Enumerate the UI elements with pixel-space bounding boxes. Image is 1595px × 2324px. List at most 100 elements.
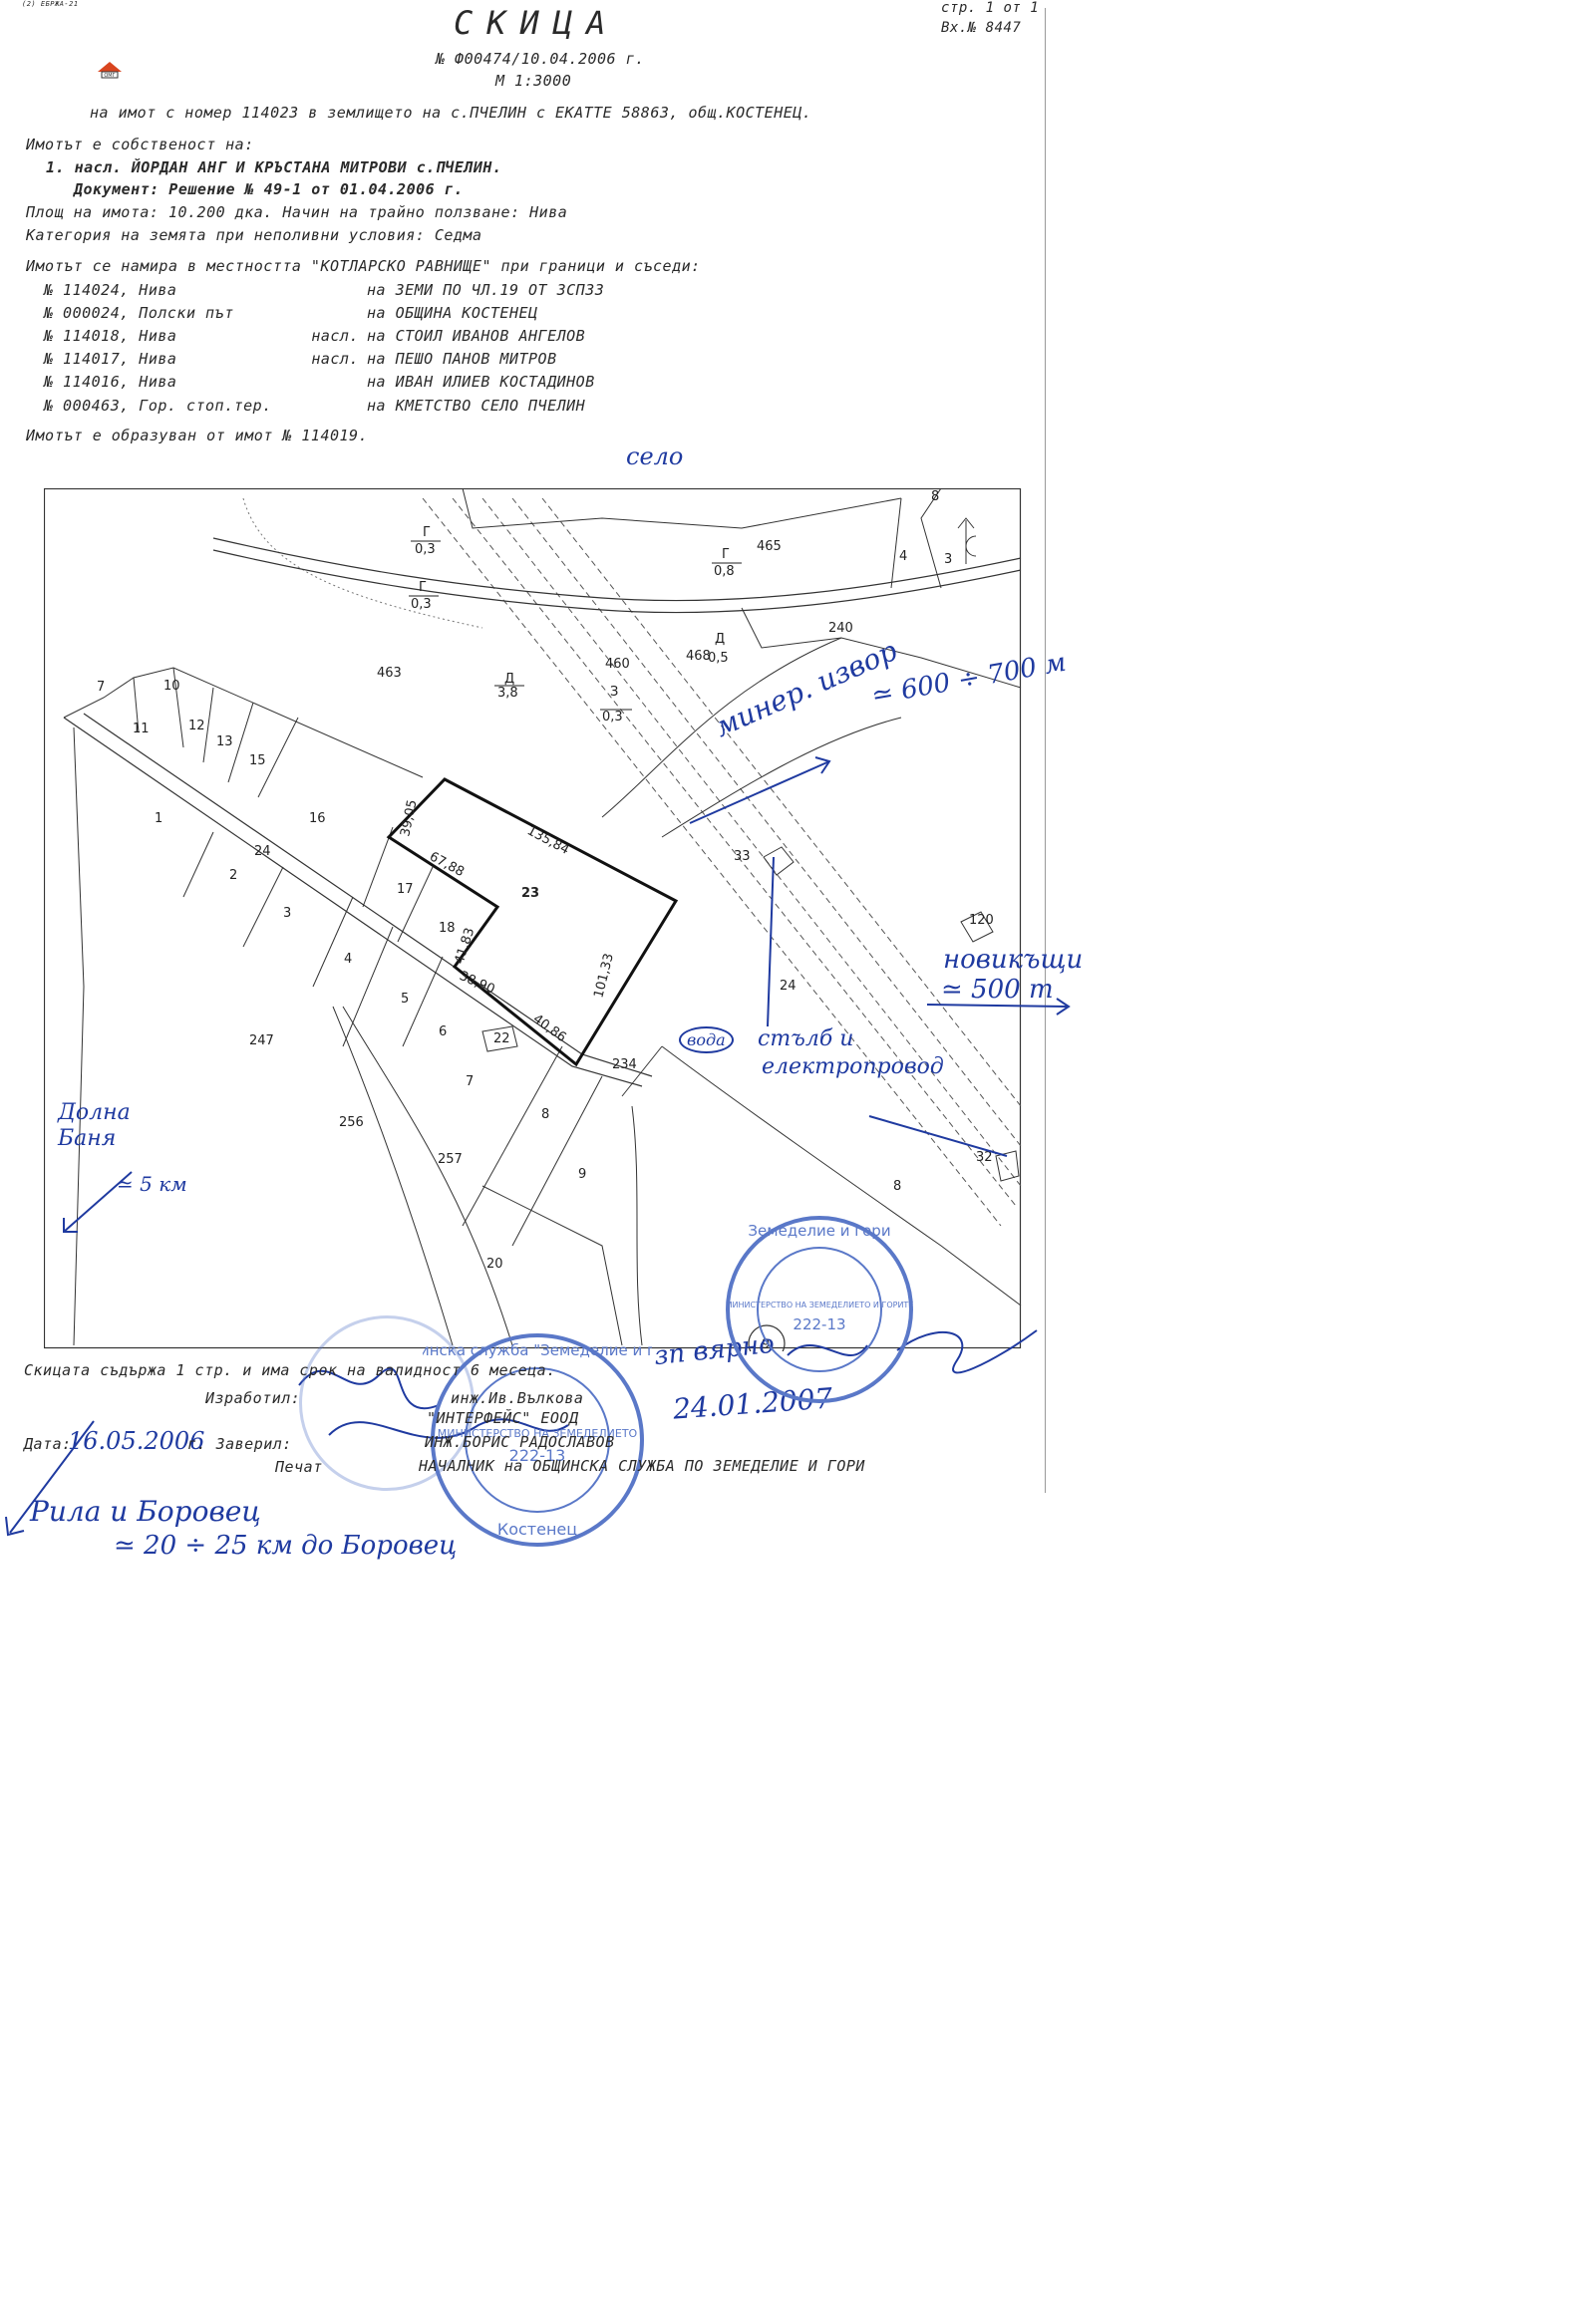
category-label: Г: [423, 525, 431, 540]
handwritten-power-line: електропровод: [762, 1054, 944, 1079]
parcel-number: 2: [229, 868, 237, 883]
parcel-number: 12: [188, 719, 205, 733]
signature: [787, 1344, 868, 1356]
stamp-inner-text: МИНИСТЕРСТВО НА ЗЕМЕДЕЛИЕТО: [438, 1427, 638, 1440]
date-label: Дата:: [24, 1435, 72, 1453]
parcel-number: 257: [438, 1152, 463, 1167]
parcel-number: 256: [339, 1115, 364, 1130]
handwritten-rila-borovets: Рила и Боровец: [30, 1495, 261, 1528]
neighbor-owner: на ЗЕМИ ПО ЧЛ.19 ОТ ЗСПЗЗ: [367, 281, 605, 299]
category-value: 0,3: [411, 597, 432, 612]
parcel-number: 18: [439, 921, 456, 936]
parcel-number: 15: [249, 753, 266, 768]
seal-label: Печат: [275, 1458, 323, 1476]
neighbor-id: № 114024, Нива: [44, 281, 177, 299]
official-stamp: Общинска служба "Земеделие и гори" МИНИС…: [385, 1325, 690, 1555]
parcel-number: 468: [686, 649, 711, 664]
made-by-name: инж.Ив.Вълкова: [451, 1389, 584, 1407]
map-border: [43, 487, 1022, 1349]
parcel-number: 240: [828, 621, 853, 636]
handwritten-new-houses-distance: ≃ 500 m: [941, 975, 1054, 1005]
parcel-number: 24: [780, 979, 797, 994]
north-arrow-icon: [957, 517, 977, 564]
parcel-number: 234: [612, 1057, 637, 1072]
parcel-number: 5: [401, 992, 409, 1007]
handwritten-new-houses: новикъщи: [943, 945, 1084, 975]
neighbor-id: № 114016, Нива: [44, 373, 177, 391]
category-label: Г: [419, 580, 427, 595]
parcel-number: 22: [493, 1031, 510, 1046]
category-label: Г: [722, 547, 730, 562]
handwritten-pole: стълб и: [758, 1026, 854, 1051]
signature: [896, 1329, 1038, 1374]
stamp-inner-text: МИНИСТЕРСТВО НА ЗЕМЕДЕЛИЕТО И ГОРИТЕ: [726, 1301, 914, 1309]
origin-line: Имотът е образуван от имот № 114019.: [26, 427, 369, 444]
official-stamp: Земеделие и гори МИНИСТЕРСТВО НА ЗЕМЕДЕЛ…: [720, 1210, 919, 1409]
parcel-number: 7: [97, 680, 105, 695]
handwritten-water: вода: [679, 1026, 734, 1053]
parcel-number: 3: [283, 906, 291, 921]
area-line: Площ на имота: 10.200 дка. Начин на трай…: [26, 203, 568, 221]
ownership-label: Имотът е собственост на:: [26, 136, 254, 153]
validity-note: Скицата съдържа 1 стр. и има срок на вал…: [24, 1361, 556, 1379]
parcel-number: 13: [216, 734, 233, 749]
property-subject: на имот с номер 114023 в землището на с.…: [90, 104, 812, 122]
map-scale: М 1:3000: [495, 72, 572, 90]
parcel-number: 33: [734, 849, 751, 864]
parcel-number: 4: [899, 549, 907, 564]
stamp-text: Земеделие и гори: [748, 1222, 890, 1240]
subject-parcel-number: 23: [521, 886, 539, 901]
neighbor-prefix: насл.: [311, 350, 359, 368]
category-value: 0,3: [415, 542, 436, 557]
parcel-number: 6: [439, 1024, 447, 1039]
parcel-number: 20: [486, 1257, 503, 1272]
handwritten-date: 16.05.2006: [68, 1427, 205, 1455]
cadastral-map: 465 8 4 3 240 463 460 468 10 7 11 12 13 …: [43, 487, 1023, 1362]
parcel-number: 8: [931, 489, 939, 504]
document-title: СКИЦА: [454, 4, 620, 42]
stamp-code: 222-13: [793, 1315, 845, 1333]
category-value: 3,8: [497, 686, 518, 701]
parcel-number: 10: [163, 679, 180, 694]
neighbor-owner: на КМЕТСТВО СЕЛО ПЧЕЛИН: [367, 397, 586, 415]
parcel-number: 9: [762, 1337, 770, 1351]
arrow-icon: [926, 1004, 1068, 1008]
parcel-number: 120: [969, 913, 994, 928]
neighbor-owner: на ОБЩИНА КОСТЕНЕЦ: [367, 304, 538, 322]
category-label: Д: [504, 672, 514, 687]
faint-stamp: [299, 1315, 475, 1491]
category-label: З: [610, 685, 618, 700]
parcel-number: 3: [944, 552, 952, 567]
parcel-number: 11: [133, 722, 150, 736]
category-value: 0,3: [602, 710, 623, 725]
agency-logo: ОМГ: [90, 52, 130, 88]
parcel-number: 1: [155, 811, 162, 826]
pole-pointer: [767, 856, 775, 1027]
parcel-number: 9: [578, 1167, 586, 1182]
parcel-number: 17: [397, 882, 414, 897]
parcel-number: 16: [309, 811, 326, 826]
neighbor-id: № 114017, Нива: [44, 350, 177, 368]
svg-text:ОМГ: ОМГ: [104, 73, 115, 79]
arrow-icon: [9, 1420, 95, 1534]
category-value: 0,8: [714, 564, 735, 579]
power-corridor: [422, 497, 1022, 1227]
chief-title: НАЧАЛНИК на ОБЩИНСКА СЛУЖБА ПО ЗЕМЕДЕЛИЕ…: [419, 1457, 865, 1475]
pen-marks: [5, 756, 1071, 1537]
parcel-number: 4: [344, 952, 352, 967]
stamp-city: Костенец: [497, 1520, 577, 1539]
parcel-number: 8: [541, 1107, 549, 1122]
parcel-number: 8: [893, 1179, 901, 1194]
parcel-number: 463: [377, 666, 402, 681]
document-frame: [18, 8, 1046, 1493]
arrow-icon: [63, 1171, 133, 1233]
neighbor-owner: на ИВАН ИЛИЕВ КОСТАДИНОВ: [367, 373, 595, 391]
parcel-number: 7: [466, 1074, 474, 1089]
parcel-number: 24: [254, 844, 271, 859]
corner-code: (2) ЕБРЖА-21: [22, 0, 79, 8]
category-label: Д: [715, 632, 725, 647]
arrow-icon: [689, 760, 830, 824]
made-by-label: Изработил:: [205, 1389, 301, 1407]
handwritten-dolna-banya: Долна Баня: [58, 1100, 131, 1151]
power-pointer: [868, 1115, 1008, 1157]
